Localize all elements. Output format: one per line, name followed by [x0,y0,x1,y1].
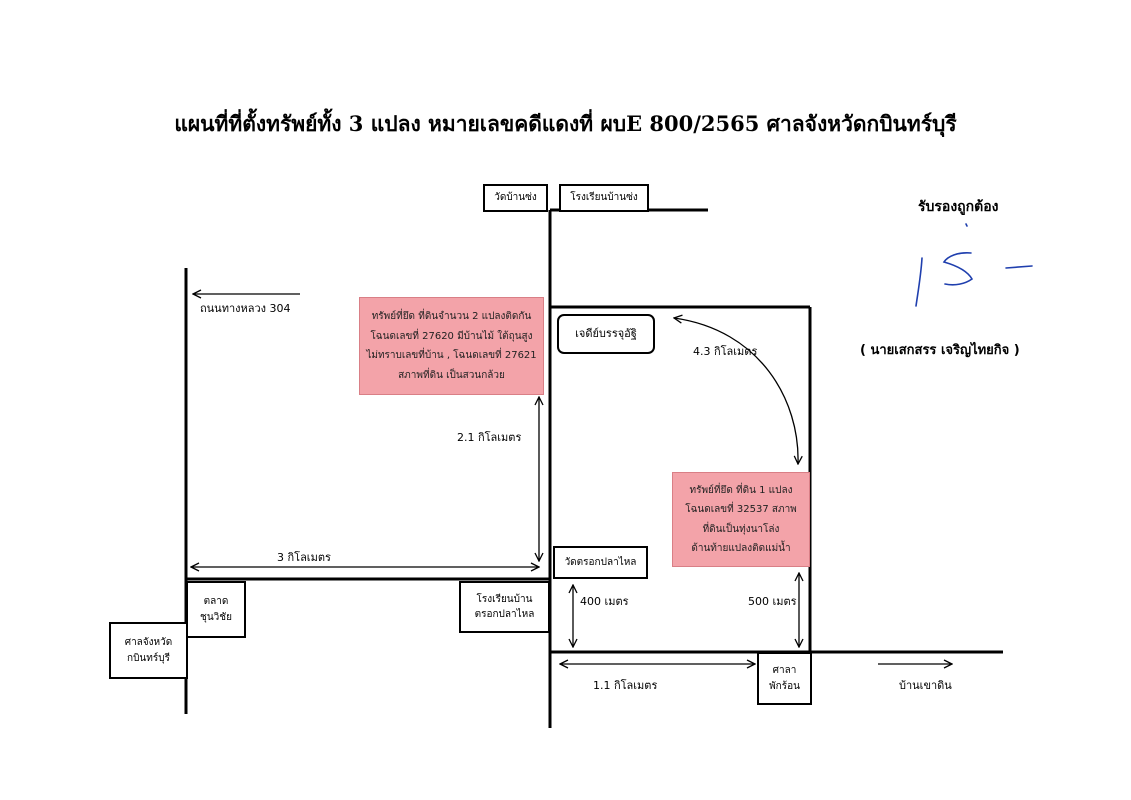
distance-arrows [191,294,952,664]
property-1-line-1: ทรัพย์ที่ยึด ที่ดินจำนวน 2 แปลงติดกัน [371,311,532,322]
market-label-2: ชุนวิชัย [200,611,232,623]
signature [915,223,1033,307]
distance-400-m: 400 เมตร [580,595,629,608]
court-label-1: ศาลจังหวัด [124,637,173,648]
wat-trok-label: วัดตรอกปลาไหล [564,556,637,568]
property-1-line-4: สภาพที่ดิน เป็นสวนกล้วย [398,369,505,381]
market-label-1: ตลาด [203,596,229,607]
roads [184,208,1003,728]
sala-label-1: ศาลา [772,665,797,676]
map-title: แผนที่ที่ตั้งทรัพย์ทั้ง 3 แปลง หมายเลขคด… [174,111,957,136]
school-trok-box: โรงเรียนบ้านตรอกปลาไหล [459,581,550,633]
distance-4-3-km: 4.3 กิโลเมตร [693,345,758,358]
certification-heading: รับรองถูกต้อง [918,199,999,215]
distance-1-1-km: 1.1 กิโลเมตร [593,679,658,692]
property-1-box: ทรัพย์ที่ยึด ที่ดินจำนวน 2 แปลงติดกัน โฉ… [359,297,544,395]
wat-trok-box: วัดตรอกปลาไหล [553,546,648,579]
property-2-line-1: ทรัพย์ที่ยึด ที่ดิน 1 แปลง [689,484,793,496]
chedi-label: เจดีย์บรรจุอัฐิ [575,327,637,341]
sala-label-2: พักร้อน [769,680,800,692]
highway-label: ถนนทางหลวง 304 [200,302,291,315]
property-1-line-2: โฉนดเลขที่ 27620 มีบ้านไม้ ใต้ถุนสูง [370,330,533,342]
ban-khao-din-label: บ้านเขาดิน [899,679,952,692]
distance-2-1-km: 2.1 กิโลเมตร [457,431,522,444]
certification-name: ( นายเสกสรร เจริญไทยกิจ ) [860,343,1020,358]
market-box: ตลาดชุนวิชัย [186,581,246,638]
school-trok-label-2: ตรอกปลาไหล [474,609,535,620]
court-box: ศาลจังหวัดกบินทร์บุรี [109,622,188,679]
arrow-4-3-km [674,318,798,464]
property-2-line-4: ด้านท้ายแปลงติดแม่น้ำ [691,543,791,554]
chedi-box: เจดีย์บรรจุอัฐิ [557,314,655,354]
distance-3-km: 3 กิโลเมตร [277,551,331,564]
property-2-line-2: โฉนดเลขที่ 32537 สภาพ [685,504,797,515]
wat-ban-song-label: วัดบ้านซ่ง [494,192,537,204]
wat-ban-song-box: วัดบ้านซ่ง [483,184,548,212]
school-ban-song-label: โรงเรียนบ้านซ่ง [570,192,638,204]
sala-box: ศาลาพักร้อน [757,652,812,705]
property-1-line-3: ไม่ทราบเลขที่บ้าน , โฉนดเลขที่ 27621 [366,350,537,361]
school-ban-song-box: โรงเรียนบ้านซ่ง [559,184,649,212]
property-2-box: ทรัพย์ที่ยึด ที่ดิน 1 แปลง โฉนดเลขที่ 32… [672,472,810,567]
property-2-line-3: ที่ดินเป็นทุ่งนาโล่ง [702,523,780,535]
court-label-2: กบินทร์บุรี [127,652,170,664]
school-trok-label-1: โรงเรียนบ้าน [476,593,533,605]
distance-500-m: 500 เมตร [748,595,797,608]
